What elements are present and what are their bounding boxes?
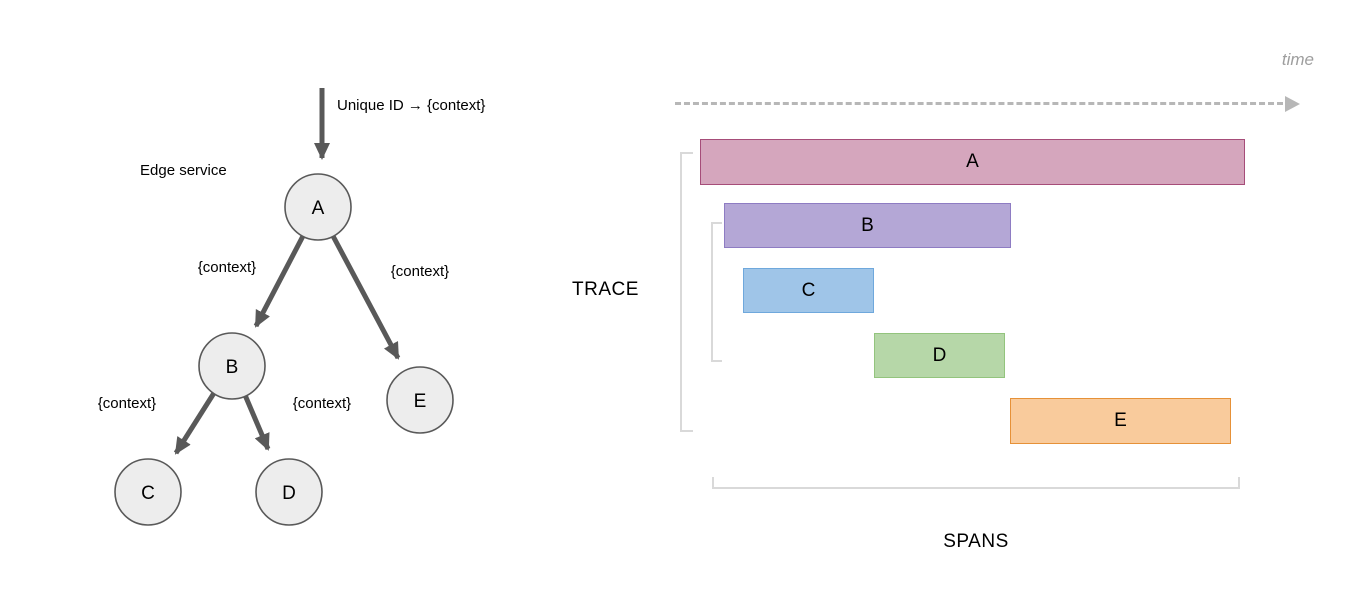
edge-b-c-label: {context} <box>98 395 156 412</box>
node-e-label: E <box>414 391 427 412</box>
span-bar-a: A <box>700 139 1245 185</box>
edge-a-e-label: {context} <box>391 263 449 280</box>
time-axis-arrowhead-icon <box>1285 96 1300 112</box>
unique-id-label: Unique ID → {context} <box>337 97 485 114</box>
edge-a-b-label: {context} <box>198 259 256 276</box>
span-bar-e: E <box>1010 398 1231 444</box>
span-bar-e-label: E <box>1114 410 1127 431</box>
span-bar-a-label: A <box>966 151 979 172</box>
spans-label: SPANS <box>943 531 1009 552</box>
trace-label: TRACE <box>572 279 639 300</box>
span-bar-d: D <box>874 333 1005 378</box>
node-b-label: B <box>226 357 239 378</box>
node-a-circle <box>284 173 352 241</box>
span-bar-b: B <box>724 203 1011 248</box>
node-e-circle <box>386 366 454 434</box>
span-bar-c-label: C <box>801 279 816 301</box>
edge-a-b-arrow <box>253 234 306 328</box>
node-d-circle <box>255 458 323 526</box>
spans-bracket <box>712 477 1240 489</box>
time-axis-label: time <box>1281 50 1314 69</box>
node-c-label: C <box>141 483 155 504</box>
call-tree-diagram: A B C D E Unique ID → {context} Edge ser… <box>98 88 485 526</box>
node-d-label: D <box>282 483 296 504</box>
node-c-circle <box>114 458 182 526</box>
time-axis-arrow <box>675 102 1283 105</box>
edge-b-d-arrow <box>242 394 271 451</box>
edge-b-c-arrow <box>173 391 217 455</box>
child-spans-bracket <box>711 222 722 362</box>
span-bar-b-label: B <box>861 214 874 236</box>
span-bar-d-label: D <box>932 344 947 366</box>
edge-service-label: Edge service <box>140 162 227 179</box>
node-b-circle <box>198 332 266 400</box>
edge-a-e-arrow <box>330 234 401 360</box>
trace-bracket <box>680 152 693 432</box>
edge-b-d-label: {context} <box>293 395 351 412</box>
span-bar-c: C <box>743 268 874 313</box>
node-a-label: A <box>312 198 325 219</box>
